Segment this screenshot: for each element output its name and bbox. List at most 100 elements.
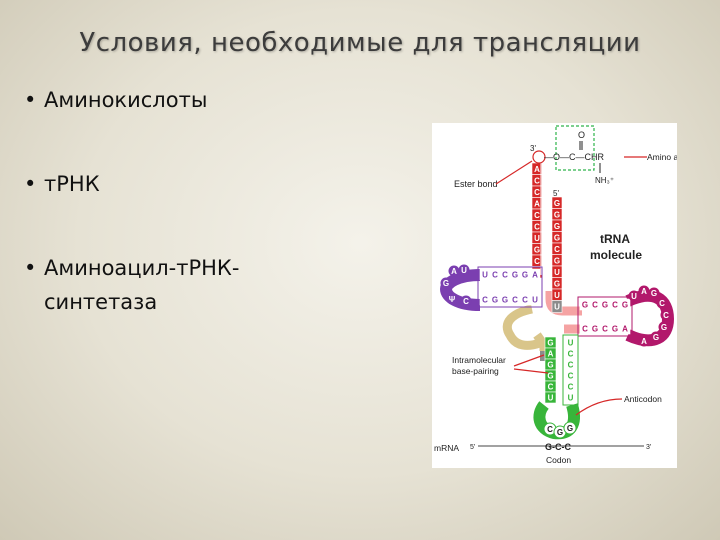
bullet-marker: •	[24, 256, 37, 280]
t-loop-base: U	[631, 292, 637, 301]
acceptor-5prime-base: G	[554, 222, 560, 231]
connector-gray	[540, 351, 549, 361]
acceptor-3prime-base: C	[534, 176, 540, 185]
label-ester-bond: Ester bond	[454, 179, 498, 189]
acceptor-3prime-base: A	[534, 199, 540, 208]
label-trna: tRNA	[600, 232, 630, 246]
label-intramolecular: Intramolecular	[452, 355, 506, 365]
base-pairing-pointer-2	[513, 368, 549, 374]
bullet-marker: •	[24, 88, 37, 112]
t-loop-base-dot	[638, 285, 650, 297]
codon-bases: G-C-C	[545, 442, 571, 452]
d-loop-base-dot	[446, 293, 458, 305]
d-stem-bottom-base: C	[522, 296, 528, 305]
bullet-item-synthetase: •Аминоацил-тРНК- синтетаза	[24, 256, 239, 314]
label-amino-acid: Amino acid	[647, 152, 677, 162]
bullet-marker: •	[24, 172, 37, 196]
d-stem-bottom-base: G	[502, 296, 508, 305]
acceptor-5prime-base: G	[554, 210, 560, 219]
t-loop-base-dot	[658, 321, 670, 333]
acceptor-5prime-base: U	[554, 268, 560, 277]
anticodon-base: C	[547, 425, 553, 434]
chem-nh3: NH₃⁺	[595, 176, 614, 185]
bullet-text: Аминоацил-тРНК-	[44, 256, 240, 280]
acceptor-5prime-base: G	[554, 233, 560, 242]
d-stem-bottom-base-box	[529, 293, 541, 306]
d-stem-bottom-base: U	[532, 296, 538, 305]
anticodon-base: G	[567, 424, 573, 433]
bullet-item-amino-acids: •Аминокислоты	[24, 88, 207, 112]
t-stem-bottom-base: G	[592, 325, 598, 334]
anticodon-stem-right-base-box	[564, 391, 577, 404]
acceptor-3prime-base: A	[534, 165, 540, 174]
acceptor-5prime-base: G	[554, 279, 560, 288]
anticodon-stem-left-base: G	[547, 361, 553, 370]
d-loop-base-dot	[448, 265, 460, 277]
t-stem-bottom-base: C	[582, 325, 588, 334]
anticodon-base-ring	[563, 421, 577, 435]
anticodon-stem-left-base: C	[548, 383, 554, 392]
chem-chain: —O—C—CHR	[544, 152, 604, 162]
t-stem-top-base: G	[622, 301, 628, 310]
ester-bond-pointer	[495, 160, 533, 185]
t-loop-base-dot	[660, 309, 672, 321]
anticodon-stem-left-base: G	[547, 372, 553, 381]
ester-bond-circle	[532, 150, 546, 164]
d-loop-base: G	[443, 279, 449, 288]
t-loop-base: G	[651, 289, 657, 298]
anticodon-stem-right-base: C	[568, 350, 574, 359]
d-loop-base: U	[461, 266, 467, 275]
acceptor-extra-base-box	[551, 300, 563, 313]
d-stem-bottom-base: C	[482, 296, 488, 305]
t-loop-base-dot	[638, 335, 650, 347]
t-stem-top-base: G	[582, 301, 588, 310]
t-stem-bottom-base: G	[612, 325, 618, 334]
bullet-item-trna: • тРНК	[24, 172, 100, 196]
label-mrna-3prime: 3'	[646, 444, 651, 451]
d-stem-top-base: C	[502, 271, 508, 280]
d-stem-top-base-box	[529, 268, 541, 281]
d-loop-base-dot	[460, 295, 472, 307]
t-stem-top-base: G	[602, 301, 608, 310]
t-stem-top-base-box	[619, 298, 631, 311]
t-loop-base-dot	[656, 297, 668, 309]
anticodon-stem-left-base: U	[548, 394, 554, 403]
acceptor-3prime-base: G	[534, 245, 540, 254]
d-stem-top-base: G	[522, 271, 528, 280]
base-pairing-pointer	[513, 354, 545, 367]
t-stem-bottom-base: A	[622, 325, 628, 334]
t-stem-bottom-base: C	[602, 325, 608, 334]
d-loop-base-dot	[440, 277, 452, 289]
acceptor-3prime-base: C	[534, 188, 540, 197]
d-stem-outline	[477, 266, 543, 308]
label-mrna: mRNA	[434, 443, 459, 453]
label-mrna-5prime: 5'	[470, 444, 475, 451]
amino-acid-box	[555, 125, 595, 171]
t-loop-base-dot	[648, 287, 660, 299]
t-stem-top-base: C	[592, 301, 598, 310]
label-five-prime: 5'	[553, 189, 559, 198]
label-base-pairing: base-pairing	[452, 366, 499, 376]
anticodon-stem-right-base: U	[568, 339, 574, 348]
label-molecule: molecule	[590, 248, 642, 262]
acceptor-3prime-base: C	[534, 211, 540, 220]
anticodon-stem-right-base: C	[568, 372, 574, 381]
anticodon-stem-left-base: G	[547, 339, 553, 348]
bullet-text: тРНК	[44, 172, 100, 196]
d-loop-base: Ψ	[449, 295, 456, 304]
t-loop-base: C	[659, 299, 665, 308]
t-loop-base: G	[653, 333, 659, 342]
anticodon-stem-left-base: A	[548, 350, 554, 359]
t-loop-base: A	[641, 287, 647, 296]
d-loop-base-dot	[458, 264, 470, 276]
acceptor-3prime-base: C	[534, 222, 540, 231]
acceptor-5prime-base: G	[554, 199, 560, 208]
t-stem-outline	[577, 296, 633, 337]
anticodon-base: G	[557, 428, 563, 437]
acceptor-extra-base: U	[554, 303, 560, 312]
t-loop-base: A	[641, 337, 647, 346]
